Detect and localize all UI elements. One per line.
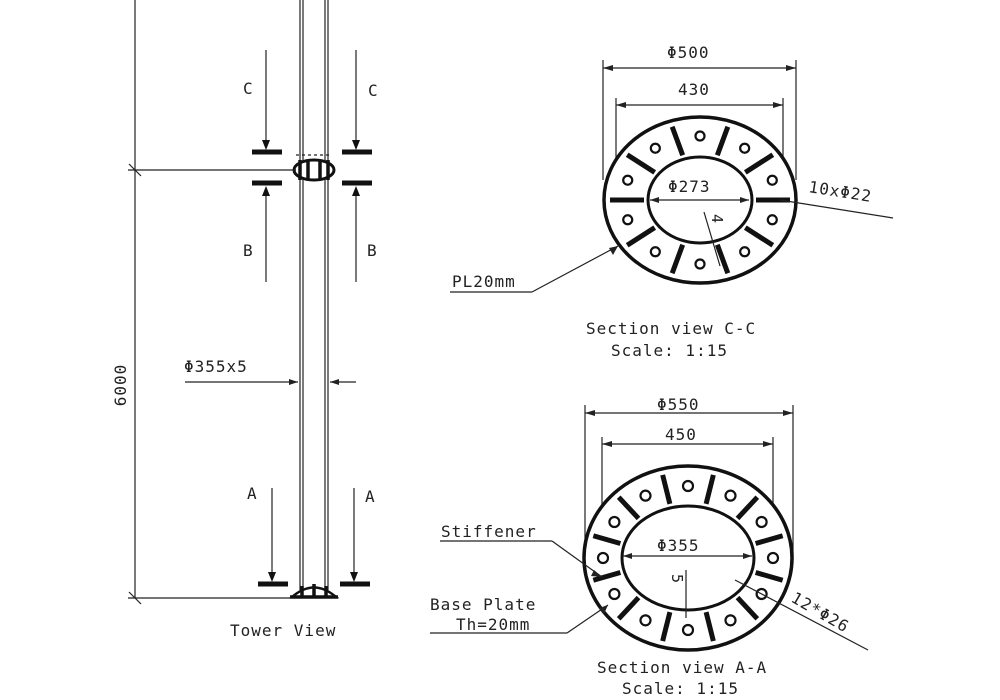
bolt-hole [681,623,695,637]
stiffener-rib [616,595,641,621]
stiffener-rib [754,570,784,583]
section-a-marker: A A [247,484,376,587]
cc-bolt-circle-label: 430 [678,80,710,99]
stiffener-rib [625,152,657,175]
stiffener-rib [754,533,784,546]
stiffener-rib [743,152,775,175]
bolt-hole [681,479,695,493]
cc-stiffeners [610,125,790,275]
stiffener-rib [735,495,760,521]
stiffener-rib [616,495,641,521]
bolt-hole [596,551,610,565]
bolt-hole [766,551,780,565]
cc-thickness-label: 4 [708,214,726,223]
pipe-size-label: Φ355x5 [184,357,248,376]
aa-stiffener-label: Stiffener [441,522,537,541]
bolt-hole [724,614,737,627]
cc-title: Section view C-C [586,319,756,338]
stiffener-rib [625,225,657,248]
bolt-hole [639,614,652,627]
svg-text:B: B [243,241,254,260]
stiffener-rib [703,474,716,505]
height-label: 6000 [111,364,130,407]
flange-joint [292,154,336,182]
bolt-hole [694,130,706,142]
stiffener-rib [743,225,775,248]
svg-text:C: C [368,81,379,100]
bolt-hole [649,246,661,258]
section-c-marker: C C [243,50,379,155]
aa-inner-dia-label: Φ355 [657,536,700,555]
section-view-cc: Φ500 430 Φ273 4 10xΦ22 PL20mm Section vi… [450,43,894,360]
bolt-hole [766,214,778,226]
svg-text:A: A [365,487,376,506]
tower-base [288,584,340,599]
bolt-hole [755,515,768,529]
aa-thickness-label: 5 [668,574,686,583]
aa-base-plate-thickness: Th=20mm [456,615,530,634]
aa-base-plate-label: Base Plate [430,595,536,614]
aa-bolt-circle-label: 450 [665,425,697,444]
bolt-hole [649,142,661,154]
bolt-hole [766,174,778,186]
bolt-hole [639,489,652,502]
aa-bolt-holes [596,479,780,637]
bolt-hole [622,214,634,226]
aa-outer-dia-label: Φ550 [657,395,700,414]
aa-scale: Scale: 1:15 [622,679,739,698]
stiffener-rib [592,570,622,583]
cc-inner-dia-label: Φ273 [668,177,711,196]
stiffener-rib [703,611,716,642]
bolt-hole [608,587,621,601]
aa-holes-label: 12*Φ26 [788,588,853,636]
stiffener-rib [669,243,686,275]
svg-text:C: C [243,79,254,98]
bolt-hole [724,489,737,502]
section-b-marker: B B [243,180,378,282]
svg-text:A: A [247,484,258,503]
cc-outer-dia-label: Φ500 [667,43,710,62]
stiffener-rib [714,243,731,275]
cc-scale: Scale: 1:15 [611,341,728,360]
stiffener-rib [714,125,731,157]
stiffener-rib [735,595,760,621]
bolt-hole [608,515,621,529]
tower-view: 6000 Φ355x5 C C B B [111,0,379,640]
stiffener-rib [669,125,686,157]
stiffener-rib [660,611,673,642]
aa-title: Section view A-A [597,658,767,677]
cc-holes-label: 10xΦ22 [807,177,873,206]
bolt-hole [739,246,751,258]
stiffener-rib [592,533,622,546]
cc-bolt-holes [622,130,778,270]
stiffener-rib [660,474,673,505]
bolt-hole [694,258,706,270]
svg-text:B: B [367,241,378,260]
section-view-aa: Φ550 450 Φ355 5 12*Φ26 Stiffener B [430,395,869,698]
cc-plate-label: PL20mm [452,272,516,291]
tower-view-caption: Tower View [230,621,336,640]
bolt-hole [739,142,751,154]
bolt-hole [622,174,634,186]
aa-pipe-inner [620,504,756,612]
aa-stiffeners [592,474,784,642]
